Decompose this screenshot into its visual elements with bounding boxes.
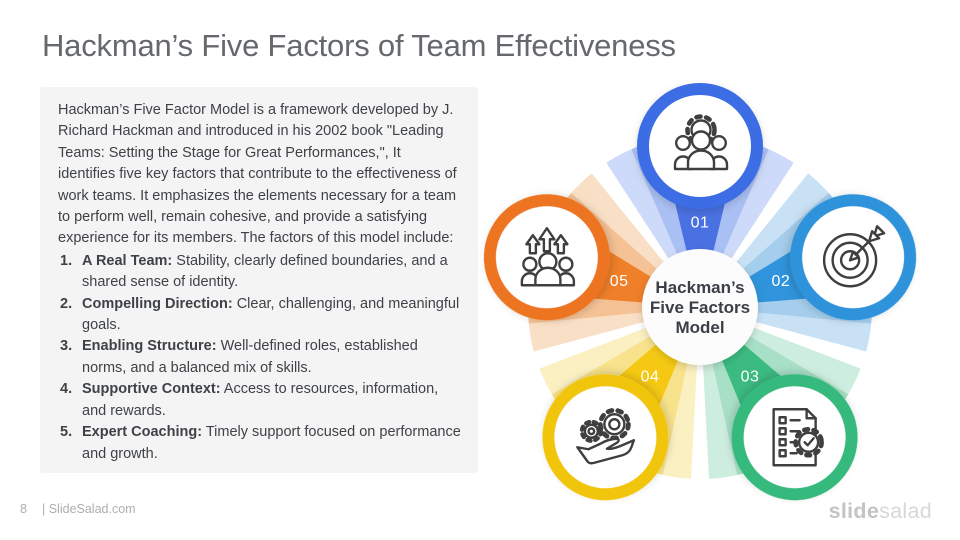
team-gear-icon (673, 114, 729, 171)
factor-label: Enabling Structure: (82, 338, 217, 355)
petal-number-01: 01 (691, 215, 710, 232)
checklist-gear-icon (772, 408, 824, 467)
intro-paragraph: Hackman’s Five Factor Model is a framewo… (58, 102, 457, 247)
factor-text: Access to resources, information, and re… (82, 381, 439, 419)
factor-list-item: 2. Compelling Direction: Clear, challeng… (60, 294, 462, 337)
factor-number: 4. (60, 381, 73, 398)
petal-number-03: 03 (741, 368, 760, 385)
page-title: Hackman’s Five Factors of Team Effective… (42, 28, 676, 63)
team-growth-icon (520, 227, 576, 287)
factor-text: Clear, challenging, and meaningful goals… (82, 295, 460, 334)
petal-05: 05 (483, 173, 669, 352)
factor-number: 1. (60, 252, 73, 269)
petal-02: 02 (731, 173, 917, 352)
footer-site-text: | SlideSalad.com (42, 502, 136, 516)
factor-number: 3. (60, 338, 73, 355)
logo-part-slide: slide (828, 499, 880, 523)
factor-label: Supportive Context: (82, 381, 221, 398)
slidesalad-logo: slidesalad (829, 499, 932, 524)
factor-label: Compelling Direction: (82, 295, 233, 312)
factor-text: Well-defined roles, established norms, a… (82, 338, 418, 376)
factor-text: Timely support focused on performance an… (82, 424, 461, 462)
logo-part-salad: salad (879, 499, 932, 523)
center-circle (642, 249, 758, 365)
petal-number-04: 04 (641, 368, 660, 385)
target-arrow-icon (822, 225, 886, 288)
petal-01: 01 (606, 83, 794, 266)
description-panel: Hackman’s Five Factor Model is a framewo… (40, 87, 478, 473)
hand-gears-icon (576, 407, 636, 465)
petal-04: 04 (539, 324, 698, 501)
factor-label: Expert Coaching: (82, 424, 203, 441)
factor-list-item: 4. Supportive Context: Access to resourc… (60, 379, 462, 422)
factor-text: Stability, clearly defined boundaries, a… (82, 252, 448, 291)
petal-number-02: 02 (771, 273, 790, 290)
footer-page-number: 8 (20, 502, 27, 516)
factor-number: 2. (60, 295, 73, 312)
petal-03: 03 (702, 324, 861, 501)
factor-list: 1. A Real Team: Stability, clearly defin… (58, 251, 462, 465)
factor-list-item: 3. Enabling Structure: Well-defined role… (60, 336, 462, 379)
factor-list-item: 5. Expert Coaching: Timely support focus… (60, 422, 462, 465)
factor-label: A Real Team: (82, 252, 173, 269)
petal-number-05: 05 (610, 273, 629, 290)
factor-number: 5. (60, 424, 73, 441)
factor-list-item: 1. A Real Team: Stability, clearly defin… (60, 251, 462, 294)
